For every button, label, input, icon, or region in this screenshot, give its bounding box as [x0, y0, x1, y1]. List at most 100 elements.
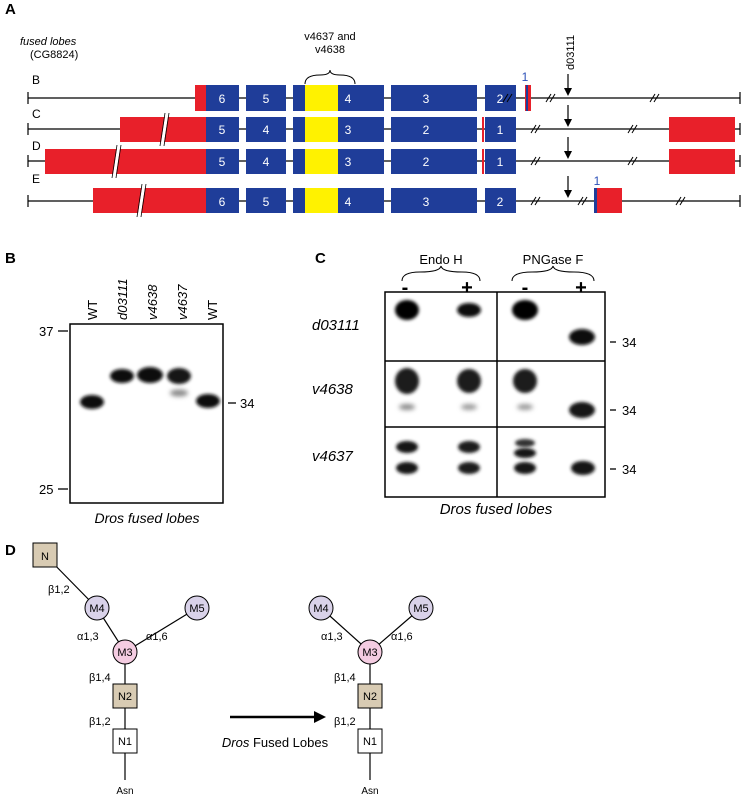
reaction-arrow-label: Dros Fused Lobes — [222, 735, 329, 750]
glcnac-square — [357, 683, 383, 709]
rnai-label-line1: v4637 and — [304, 31, 355, 43]
rnai-label-line2: v4638 — [315, 44, 345, 56]
glycan-before: N β1,2 M4 M5 α1,3 α1,6 M3 β1,4 N2 β1,2 N… — [32, 542, 210, 797]
lane-label: d03111 — [115, 279, 130, 320]
blot-c — [384, 291, 606, 498]
exon-block — [485, 117, 516, 142]
exon-block — [485, 85, 516, 111]
exon-block — [246, 149, 286, 174]
reaction-arrow: Dros Fused Lobes — [222, 711, 329, 750]
rnai-region — [305, 85, 338, 111]
linkage-label: α1,6 — [146, 631, 168, 643]
mannose-circle — [408, 595, 434, 621]
blot-b — [69, 323, 224, 504]
residue-label: N1 — [118, 736, 132, 748]
band — [515, 439, 535, 447]
exon-number: 1 — [497, 123, 504, 137]
exon-number: 4 — [345, 195, 352, 209]
lane-label: v4637 — [175, 284, 190, 320]
residue-label: M5 — [189, 603, 204, 615]
panel-b-label: B — [5, 250, 16, 267]
panel-b: B WT d03111 v4638 v4637 WT 37 25 34 Dros… — [5, 250, 254, 526]
mannose-circle — [308, 595, 334, 621]
mannose-core-circle — [357, 639, 383, 665]
band — [396, 441, 418, 453]
exon-number: 1 — [497, 155, 504, 169]
asn-label: Asn — [361, 786, 378, 797]
insertion-label: d03111 — [565, 35, 577, 70]
glcnac-square — [357, 728, 383, 754]
band-size-label: 34 — [240, 396, 254, 411]
exon-block — [206, 149, 239, 174]
rnai-region — [305, 188, 338, 213]
rnai-brace — [304, 69, 356, 85]
band — [80, 395, 104, 409]
isoform-c-name: C — [32, 107, 41, 121]
band — [395, 300, 419, 320]
asn-label: Asn — [116, 786, 133, 797]
panel-a-label: A — [5, 1, 16, 18]
enzyme-brace — [401, 265, 481, 282]
glcnac-square — [32, 542, 58, 568]
linkage-label: α1,6 — [391, 631, 413, 643]
glcnac-square — [112, 683, 138, 709]
residue-label: N2 — [118, 691, 132, 703]
band — [512, 300, 538, 320]
lane-label: WT — [85, 300, 100, 320]
mannose-circle — [84, 595, 110, 621]
marker-label: 37 — [39, 324, 53, 339]
exon-number: 4 — [263, 123, 270, 137]
isoform-b: B 6 5 4 3 2 1 — [27, 70, 741, 111]
exon-number: 2 — [497, 92, 504, 106]
band — [396, 462, 418, 474]
utr-block — [45, 149, 206, 174]
residue-label: M4 — [89, 603, 104, 615]
band-size-label: 34 — [622, 462, 636, 477]
residue-label: M3 — [117, 647, 132, 659]
exon-block — [485, 149, 516, 174]
treatment-label: - — [402, 277, 409, 299]
band — [513, 369, 537, 393]
band — [457, 369, 481, 393]
enzyme-label: PNGase F — [523, 252, 584, 267]
rnai-region — [305, 117, 338, 142]
exon-number: 2 — [497, 195, 504, 209]
exon-block — [246, 188, 286, 213]
band — [399, 404, 415, 410]
isoform-b-name: B — [32, 73, 40, 87]
isoform-e: E 6 5 4 3 2 1 — [27, 172, 741, 218]
residue-label: M5 — [413, 603, 428, 615]
rnai-region — [305, 149, 338, 174]
utr-block — [195, 85, 206, 111]
residue-label: M4 — [313, 603, 328, 615]
enzyme-brace — [511, 265, 595, 282]
break-mark — [502, 93, 660, 103]
utr-block — [594, 188, 622, 213]
row-label: v4637 — [312, 448, 354, 465]
exon-block — [391, 85, 477, 111]
isoform-d-name: D — [32, 139, 41, 153]
band — [461, 404, 477, 410]
glycan-after: M4 M5 α1,3 α1,6 M3 β1,4 N2 β1,2 N1 Asn — [308, 595, 434, 797]
row-label: v4638 — [312, 381, 354, 398]
marker-label: 25 — [39, 482, 53, 497]
exon-number: 5 — [219, 123, 226, 137]
exon-block — [391, 149, 477, 174]
band — [196, 394, 220, 408]
exon-block — [485, 188, 516, 213]
mannose-circle — [184, 595, 210, 621]
mannose-core-circle — [112, 639, 138, 665]
linkage-label: β1,4 — [89, 672, 111, 684]
exon-number: 6 — [219, 92, 226, 106]
exon-block — [246, 117, 286, 142]
band — [458, 441, 480, 453]
band — [569, 329, 595, 345]
panel-d-label: D — [5, 542, 16, 559]
isoform-d: D 5 4 3 2 1 — [27, 137, 741, 179]
panel-c: C Endo H PNGase F - + - + d03111 v4638 v… — [312, 250, 636, 518]
band — [457, 303, 481, 317]
blot-c-bands — [395, 300, 595, 475]
blot-b-bands — [80, 367, 220, 409]
band — [137, 367, 163, 383]
exon-block — [206, 188, 239, 213]
